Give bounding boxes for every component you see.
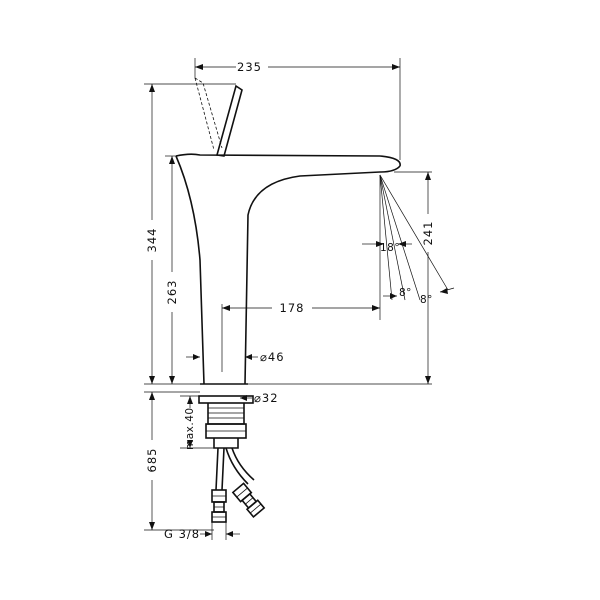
dim-hose-length: 685 [145, 392, 159, 530]
angle-8-right: 8° [420, 287, 455, 306]
dim-width-total: 235 [195, 60, 400, 74]
dim-263-label: 263 [165, 280, 179, 305]
angle-8-left: 8° [383, 287, 412, 299]
dim-235-label: 235 [237, 60, 262, 74]
dim-46-label: ⌀46 [260, 350, 285, 364]
dim-spout-reach: 178 [222, 301, 380, 315]
angle-18: 18° [362, 241, 412, 254]
dim-outlet-height: 241 [421, 172, 435, 384]
angle-18-label: 18° [380, 242, 400, 254]
dim-height-total: 344 [145, 84, 159, 384]
dim-178-label: 178 [280, 301, 305, 315]
dim-max-thickness: max.40 [184, 396, 196, 450]
dim-max40-label: max.40 [184, 407, 196, 450]
washer [198, 395, 254, 404]
thread-label: G 3/8 [164, 527, 200, 541]
dim-685-label: 685 [145, 448, 159, 473]
dim-344-label: 344 [145, 228, 159, 253]
mounting-assembly [198, 395, 266, 523]
angle-8-right-label: 8° [420, 294, 433, 306]
dim-diameter-32: ⌀32 [240, 391, 279, 405]
dim-diameter-46: ⌀46 [186, 350, 285, 364]
spray-angle-lines [379, 174, 449, 301]
hose-right [225, 447, 255, 485]
extension-lines [144, 58, 432, 540]
angle-8-left-label: 8° [399, 287, 412, 299]
dim-32-label: ⌀32 [254, 391, 279, 405]
faucet-body [175, 77, 401, 385]
dim-241-label: 241 [421, 221, 435, 246]
dim-thread: G 3/8 [164, 527, 240, 541]
hose-left [215, 447, 225, 491]
dim-height-body: 263 [165, 156, 179, 384]
